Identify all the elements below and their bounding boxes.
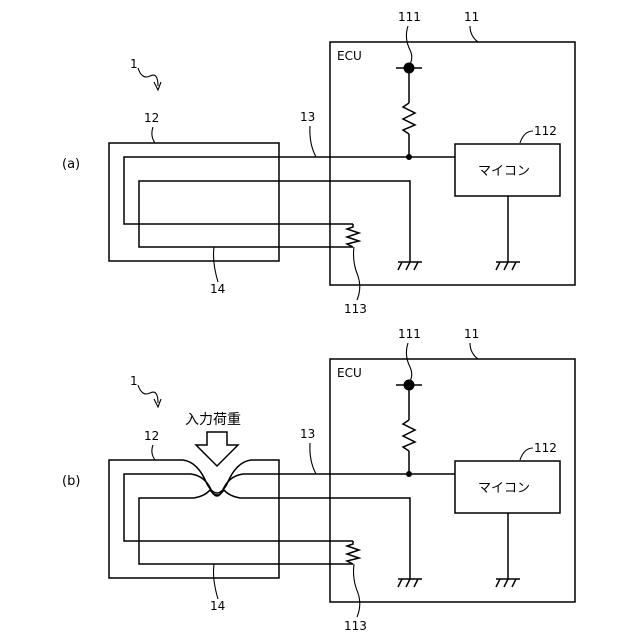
- panel-b: (b) 1 入力荷重 12 13 14 ECU 11 111: [62, 327, 575, 633]
- sensor-body: [109, 460, 279, 578]
- power-ref: 111: [398, 10, 421, 24]
- ecu-label: ECU: [337, 49, 362, 63]
- load-arrow-icon: [196, 432, 238, 466]
- wire-ref-leader: [310, 126, 316, 157]
- wire-ref-leader: [310, 443, 316, 474]
- outer-conductor: [124, 157, 410, 224]
- ecu-ref-leader: [470, 26, 478, 42]
- outer-conductor: [124, 474, 410, 541]
- wire-ref: 13: [300, 110, 315, 124]
- ecu-ref-leader: [470, 343, 478, 359]
- panel-a: (a) 1 12 13 14 ECU 11 111 マイコン: [62, 10, 575, 316]
- ground-symbol: [398, 579, 422, 587]
- pullup-resistor: [403, 420, 415, 451]
- microcontroller-ref: 112: [534, 441, 557, 455]
- conductor-ref: 14: [210, 282, 225, 296]
- ecu-label: ECU: [337, 366, 362, 380]
- conductor-ref-leader: [214, 564, 219, 599]
- wire-ref: 13: [300, 427, 315, 441]
- system-ref: 1: [130, 374, 138, 388]
- microcontroller-label: マイコン: [478, 481, 530, 496]
- conductor-ref-leader: [214, 247, 219, 282]
- microcontroller-label: マイコン: [478, 164, 530, 179]
- sensor-body: [109, 143, 279, 261]
- sensor-ref: 12: [144, 111, 159, 125]
- inner-conductor: [139, 490, 410, 579]
- end-resistor: [347, 224, 359, 247]
- pullup-resistor: [403, 103, 415, 134]
- microcontroller-ref: 112: [534, 124, 557, 138]
- power-ref: 111: [398, 327, 421, 341]
- microcontroller-ref-leader: [520, 448, 533, 460]
- ecu-ref: 11: [464, 327, 479, 341]
- load-label: 入力荷重: [185, 412, 241, 428]
- ground-symbol: [496, 579, 520, 587]
- panel-label: (a): [62, 157, 80, 172]
- inner-conductor: [139, 181, 410, 262]
- power-ref-leader: [406, 343, 411, 383]
- resistor-ref-leader: [354, 247, 360, 300]
- system-ref: 1: [130, 57, 138, 71]
- power-ref-leader: [406, 26, 411, 66]
- sensor-ref-leader: [152, 127, 155, 143]
- resistor-ref: 113: [344, 619, 367, 633]
- panel-label: (b): [62, 474, 80, 489]
- ecu-box: [330, 42, 575, 285]
- microcontroller-ref-leader: [520, 131, 533, 143]
- resistor-ref-leader: [354, 564, 360, 617]
- conductor-ref: 14: [210, 599, 225, 613]
- ecu-ref: 11: [464, 10, 479, 24]
- ground-symbol: [398, 262, 422, 270]
- end-resistor: [347, 541, 359, 564]
- ecu-box: [330, 359, 575, 602]
- sensor-ref: 12: [144, 429, 159, 443]
- ground-symbol: [496, 262, 520, 270]
- sensor-ref-leader: [152, 445, 155, 460]
- resistor-ref: 113: [344, 302, 367, 316]
